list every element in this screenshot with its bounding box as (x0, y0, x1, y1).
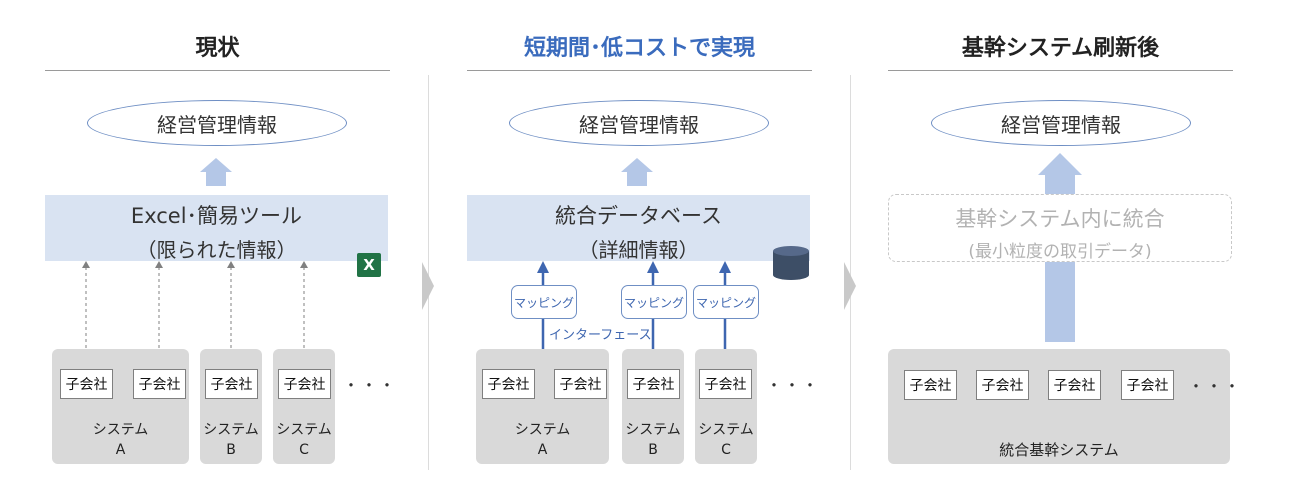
subsidiary-box: 子会社 (205, 369, 258, 399)
integrated-db-box: 統合データベース （詳細情報） (467, 195, 810, 262)
excel-icon: X (357, 253, 381, 277)
integrated-db-label: 統合データベース (555, 204, 722, 228)
column-title-current: 現状 (195, 36, 240, 61)
system-b-block (622, 349, 684, 464)
integrated-system-label: 統合基幹システム (999, 441, 1119, 459)
subsidiary-box: 子会社 (699, 369, 752, 399)
subsidiary-box: 子会社 (1048, 370, 1101, 400)
subsidiary-box: 子会社 (60, 369, 113, 399)
min-granularity-label: (最小粒度の取引データ) (968, 242, 1152, 262)
system-c-block (273, 349, 335, 464)
subsidiary-box: 子会社 (976, 370, 1029, 400)
column-separator-2 (850, 75, 851, 470)
system-b-label: システム B (625, 422, 681, 458)
system-a-block (52, 349, 189, 464)
subsidiary-box: 子会社 (278, 369, 331, 399)
title-underline-1 (45, 70, 390, 71)
subsidiary-box: 子会社 (133, 369, 186, 399)
mapping-box: マッピング (693, 285, 759, 319)
title-underline-2 (467, 70, 812, 71)
system-c-block (695, 349, 757, 464)
system-c-label: システム C (276, 422, 332, 458)
ellipsis-dots: ・・・ (343, 376, 398, 395)
detailed-info-label: （詳細情報） (578, 238, 699, 262)
integrated-core-box: 基幹システム内に統合 (最小粒度の取引データ) (888, 194, 1232, 262)
integrated-system-block (888, 349, 1230, 464)
management-info-ellipse: 経営管理情報 (509, 100, 769, 146)
excel-icon-letter: X (363, 256, 375, 274)
subsidiary-box: 子会社 (904, 370, 957, 400)
mapping-box: マッピング (621, 285, 687, 319)
system-c-label: システム C (698, 422, 754, 458)
ellipsis-dots: ・・・ (766, 376, 821, 395)
excel-tool-box: Excel･簡易ツール （限られた情報） (45, 195, 388, 262)
column-separator-1 (428, 75, 429, 470)
system-a-label: システム A (514, 422, 571, 458)
system-a-block (476, 349, 609, 464)
system-b-label: システム B (203, 422, 259, 458)
subsidiary-box: 子会社 (554, 369, 607, 399)
ellipsis-dots: ・・・ (1188, 377, 1243, 396)
subsidiary-box: 子会社 (1121, 370, 1174, 400)
subsidiary-box: 子会社 (482, 369, 535, 399)
limited-info-label: （限られた情報） (136, 238, 297, 262)
chevron-right-icon (844, 262, 856, 310)
excel-tool-label: Excel･簡易ツール (130, 204, 303, 228)
integrated-core-label: 基幹システム内に統合 (955, 207, 1165, 231)
subsidiary-box: 子会社 (627, 369, 680, 399)
dashed-arrows (85, 267, 305, 366)
system-b-block (200, 349, 262, 464)
title-underline-3 (888, 70, 1233, 71)
up-arrow-icon (200, 158, 232, 186)
management-info-ellipse: 経営管理情報 (87, 100, 347, 146)
system-a-label: システム A (92, 422, 149, 458)
up-arrow-icon (621, 158, 653, 186)
column-title-short-term: 短期間･低コストで実現 (523, 36, 755, 61)
management-info-ellipse: 経営管理情報 (931, 100, 1191, 146)
chevron-right-icon (422, 262, 434, 310)
mapping-box: マッピング (511, 285, 577, 319)
interface-label: インターフェース (549, 328, 652, 343)
database-icon (773, 246, 809, 280)
column-title-after-renewal: 基幹システム刷新後 (961, 36, 1160, 61)
